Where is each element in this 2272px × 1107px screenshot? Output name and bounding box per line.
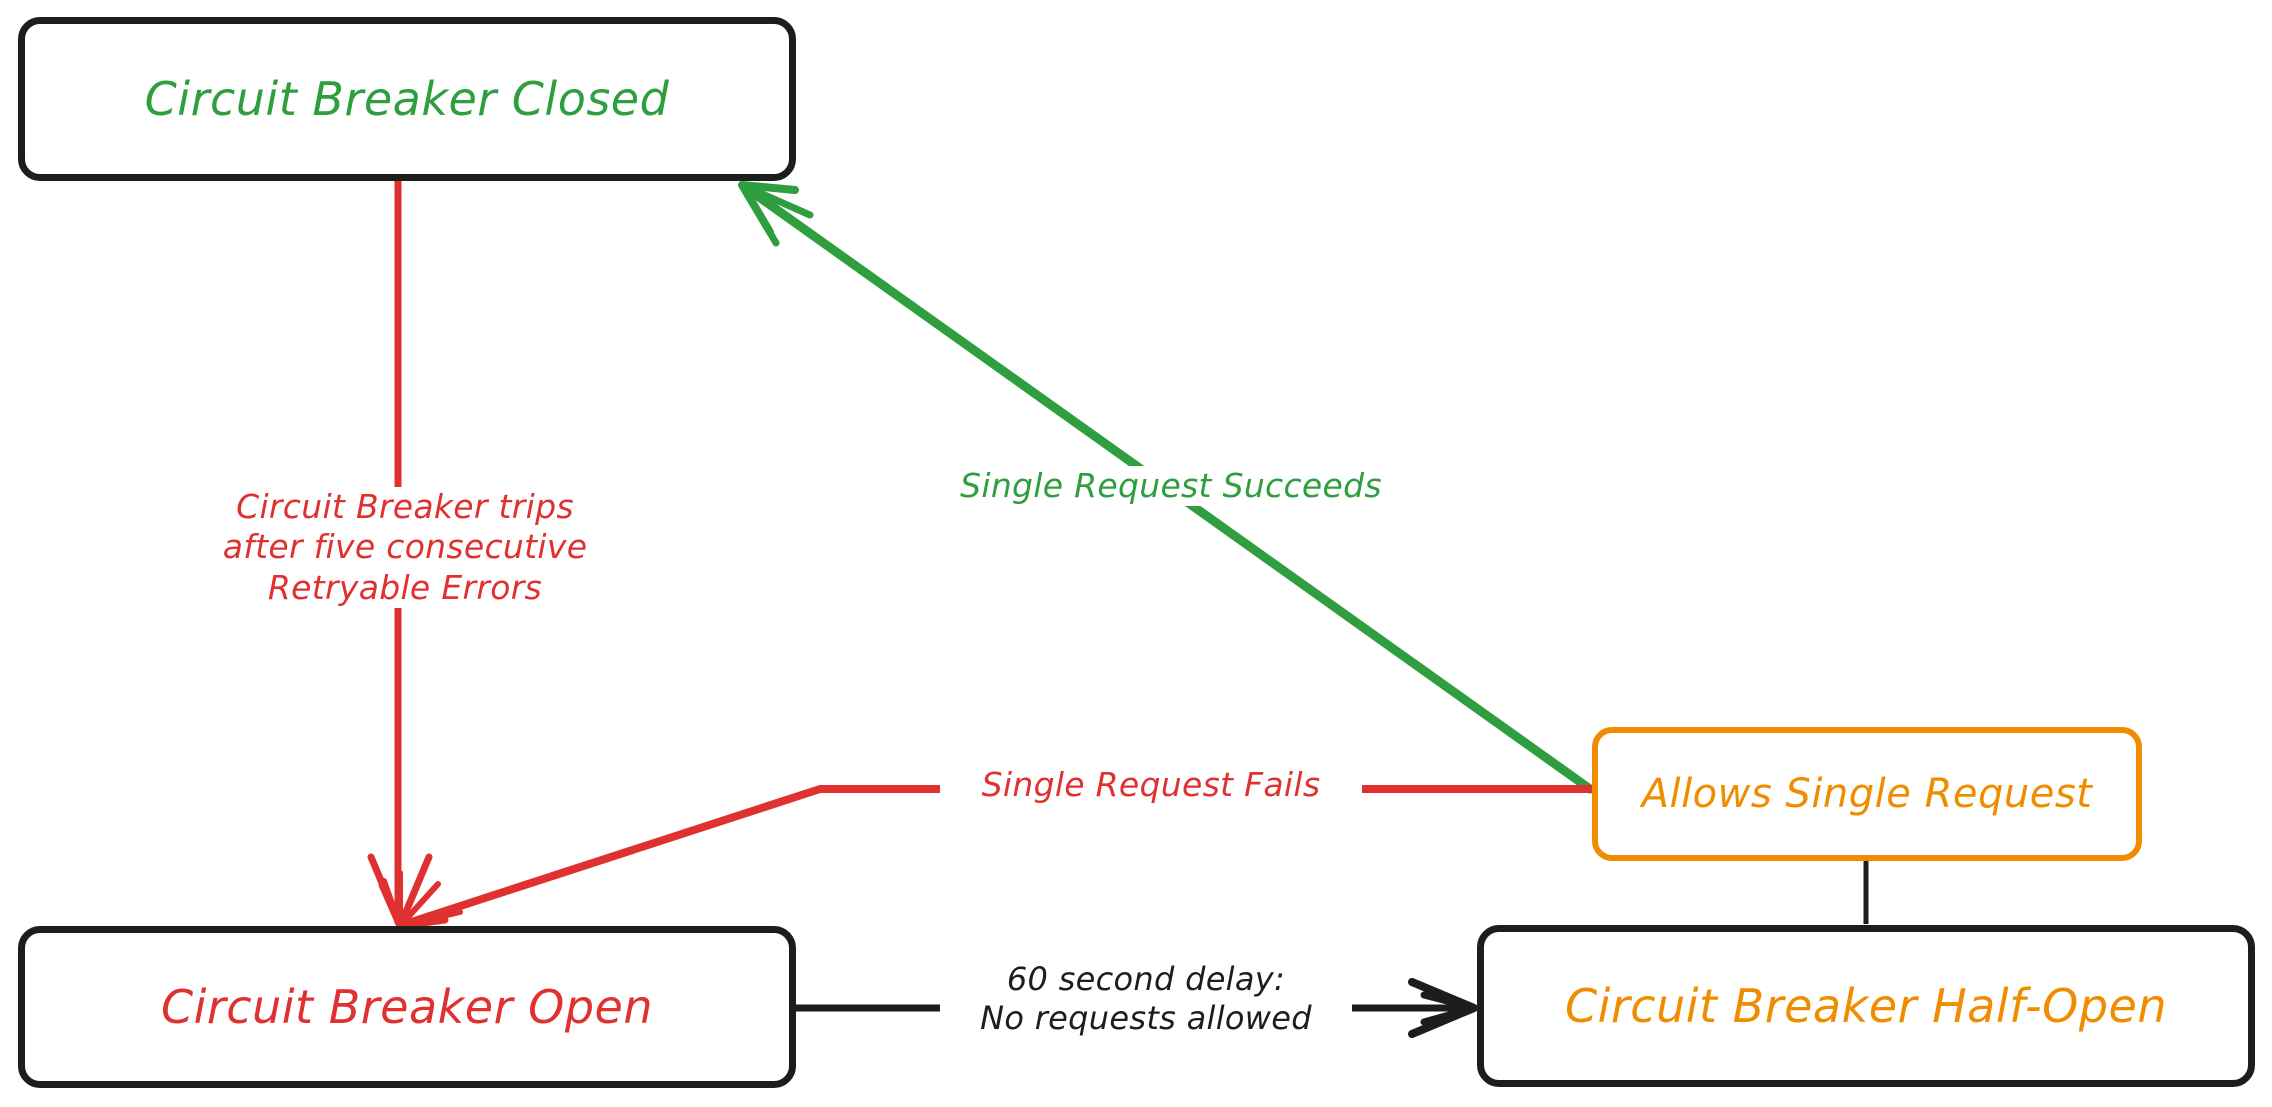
edge-allows-to-open — [378, 785, 1594, 930]
edge-label-60-second-delay: 60 second delay: No requests allowed — [940, 960, 1352, 1039]
node-circuit-breaker-half-open[interactable]: Circuit Breaker Half-Open — [1477, 925, 2255, 1087]
node-circuit-breaker-closed[interactable]: Circuit Breaker Closed — [18, 17, 796, 181]
edge-label-circuit-breaker-trips: Circuit Breaker trips after five consecu… — [184, 487, 626, 608]
edge-label-single-request-succeeds: Single Request Succeeds — [920, 466, 1422, 507]
node-label-circuit-breaker-closed: Circuit Breaker Closed — [144, 71, 670, 126]
edge-label-single-request-fails: Single Request Fails — [940, 765, 1362, 806]
node-circuit-breaker-open[interactable]: Circuit Breaker Open — [18, 926, 796, 1088]
node-label-allows-single-request: Allows Single Request — [1641, 771, 2093, 817]
node-allows-single-request[interactable]: Allows Single Request — [1592, 727, 2142, 861]
node-label-circuit-breaker-half-open: Circuit Breaker Half-Open — [1564, 978, 2168, 1033]
node-label-circuit-breaker-open: Circuit Breaker Open — [161, 979, 653, 1034]
